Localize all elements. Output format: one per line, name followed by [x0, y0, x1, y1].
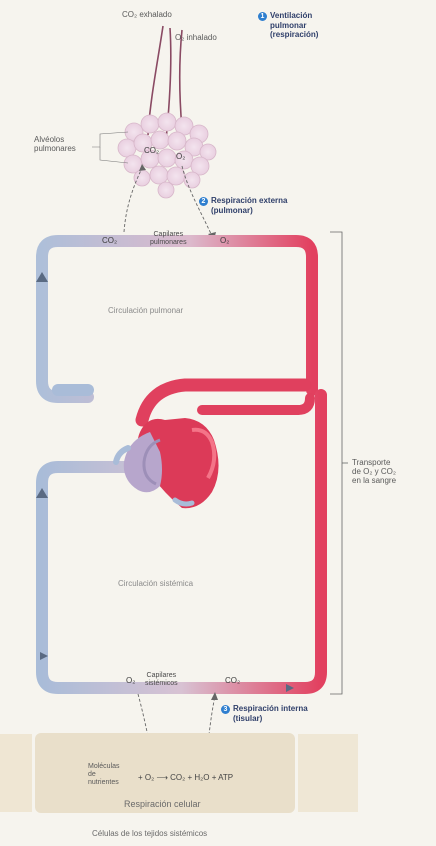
- pulmonary-capillaries-label: Capilares pulmonares: [150, 231, 187, 246]
- pulmonary-circulation-label: Circulación pulmonar: [108, 306, 183, 315]
- pulmonary-o2: O₂: [220, 236, 229, 245]
- step-1-badge: 1: [258, 12, 267, 21]
- caption: Células de los tejidos sistémicos: [92, 829, 207, 838]
- transport-bracket: [330, 232, 342, 694]
- cellular-respiration-label: Respiración celular: [124, 799, 201, 809]
- step-2-badge: 2: [199, 197, 208, 206]
- pulmonary-co2: CO₂: [102, 236, 117, 245]
- alveoli-label: Alvéolos pulmonares: [34, 135, 76, 153]
- systemic-circulation-label: Circulación sistémica: [118, 579, 193, 588]
- pulmonary-circuit: [42, 241, 312, 397]
- systemic-capillaries-label: Capilares sistémicos: [145, 672, 178, 687]
- tissue-cell-left: [0, 734, 32, 812]
- respiration-equation: + O₂ ⟶ CO₂ + H₂O + ATP: [138, 773, 233, 782]
- systemic-o2: O₂: [126, 676, 135, 685]
- transport-label: Transporte de O₂ y CO₂ en la sangre: [352, 458, 396, 486]
- alveoli-co2: CO₂: [144, 146, 159, 155]
- co2-exhaled-label: CO₂ exhalado: [122, 10, 172, 19]
- o2-inhaled-label: O₂ inhalado: [175, 33, 217, 42]
- systemic-co2: CO₂: [225, 676, 240, 685]
- heart: [116, 418, 219, 508]
- step-3-badge: 3: [221, 705, 230, 714]
- alveoli-o2: O₂: [176, 152, 185, 161]
- alveoli-cluster: [118, 113, 216, 198]
- aorta-arch: [142, 385, 310, 420]
- tissue-cell-right: [298, 734, 358, 812]
- nutrient-molecules-label: Moléculas de nutrientes: [88, 763, 120, 787]
